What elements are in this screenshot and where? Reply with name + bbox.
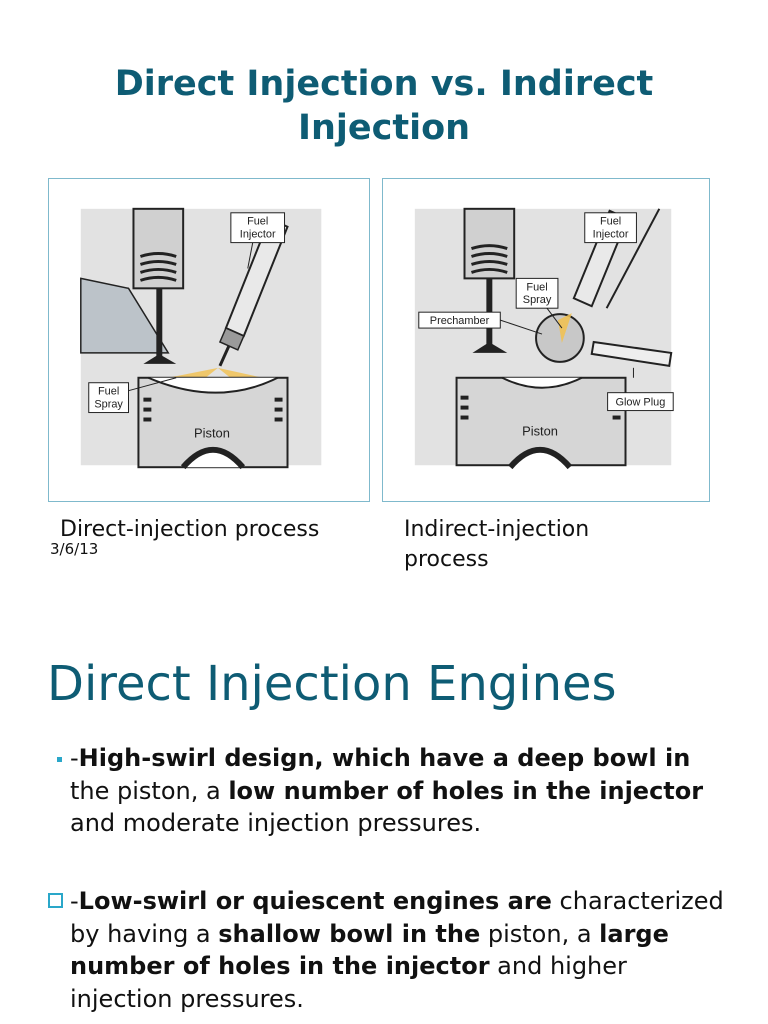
fuel-spray-label-1: Fuel (98, 386, 119, 398)
injector-nozzle (218, 345, 231, 367)
valve-housing (132, 207, 185, 290)
bullet-part: characterized by having a (70, 887, 724, 948)
title-line-1: Direct Injection vs. Indirect (114, 64, 654, 104)
valve-head (143, 355, 177, 364)
caption-line-1: Indirect-injection (404, 517, 590, 542)
fuel-injector-callout (584, 212, 637, 244)
valve-spring (139, 252, 177, 282)
prechamber (535, 313, 585, 363)
fuel-injector-label-1: Fuel (247, 216, 268, 228)
checkbox-bullet-icon (48, 893, 63, 908)
fuel-spray-label-1: Fuel (526, 281, 547, 293)
piston-bowl (147, 376, 279, 394)
bullet-high-swirl: -High-swirl design, which have a deep bo… (70, 742, 730, 840)
caption-line-2: process (404, 547, 489, 572)
bullet-part: piston, a (480, 919, 600, 948)
indirect-injection-diagram: Fuel Injector Fuel Spray Prechamber Glow… (382, 178, 710, 502)
bullet-part: and higher injection pressures. (70, 952, 627, 1013)
fuel-injector-label-2: Injector (593, 229, 629, 241)
piston-pin (507, 447, 573, 470)
piston-label: Piston (522, 423, 558, 438)
valve-stem (156, 288, 163, 360)
direct-injection-caption: Direct-injection process (60, 517, 320, 542)
slide-date: 3/6/13 (50, 540, 99, 558)
bullet-part-bold: large number of holes in the injector (70, 919, 669, 981)
indirect-injection-illustration: Fuel Injector Fuel Spray Prechamber Glow… (414, 207, 674, 470)
square-bullet-icon (57, 757, 62, 762)
title-line-2: Injection (297, 108, 471, 148)
prechamber-callout (418, 311, 501, 329)
glow-plug (590, 340, 673, 367)
bullet-low-swirl: -Low-swirl or quiescent engines are char… (70, 885, 730, 1015)
glow-plug-label: Glow Plug (616, 397, 666, 409)
direct-injection-illustration: Fuel Injector Fuel Spray Piston (80, 207, 322, 470)
glow-plug-callout (607, 392, 674, 412)
bullet-part-bold: Low-swirl or quiescent engines are (78, 887, 552, 915)
injector-nut (218, 327, 245, 351)
valve-head (472, 343, 508, 353)
slide-title: Direct Injection vs. Indirect Injection (40, 62, 728, 150)
fuel-injector-callout (230, 212, 286, 244)
prechamber-label: Prechamber (430, 315, 490, 327)
fuel-spray-callout (515, 277, 559, 309)
bullet-part-bold: High-swirl design, which have a deep bow… (78, 744, 691, 772)
intake-port (80, 277, 170, 354)
bullet-part-bold: low number of holes in the injector (228, 776, 704, 805)
fuel-spray-label-2: Spray (94, 399, 123, 411)
piston-pin (180, 447, 246, 470)
indirect-injection-caption: Indirect-injection process (404, 515, 694, 575)
bullet-part-bold: shallow bowl in the (218, 919, 481, 948)
bullet-part: and moderate injection pressures. (70, 809, 482, 837)
injector-line (605, 208, 661, 309)
fuel-spray-label-2: Spray (523, 294, 552, 306)
valve-spring (470, 244, 508, 274)
fuel-injector-label-1: Fuel (600, 216, 621, 228)
fuel-spray (557, 313, 572, 343)
fuel-injector-label-2: Injector (240, 229, 276, 241)
bullet-part: the piston, a (70, 776, 229, 805)
direct-injection-diagram: Fuel Injector Fuel Spray Piston (48, 178, 370, 502)
section-heading: Direct Injection Engines (47, 656, 617, 712)
fuel-spray-callout (88, 382, 129, 414)
piston-label: Piston (194, 425, 230, 440)
bullet-part: - (70, 744, 79, 772)
bullet-part: - (70, 887, 79, 915)
piston-crown (501, 376, 583, 389)
